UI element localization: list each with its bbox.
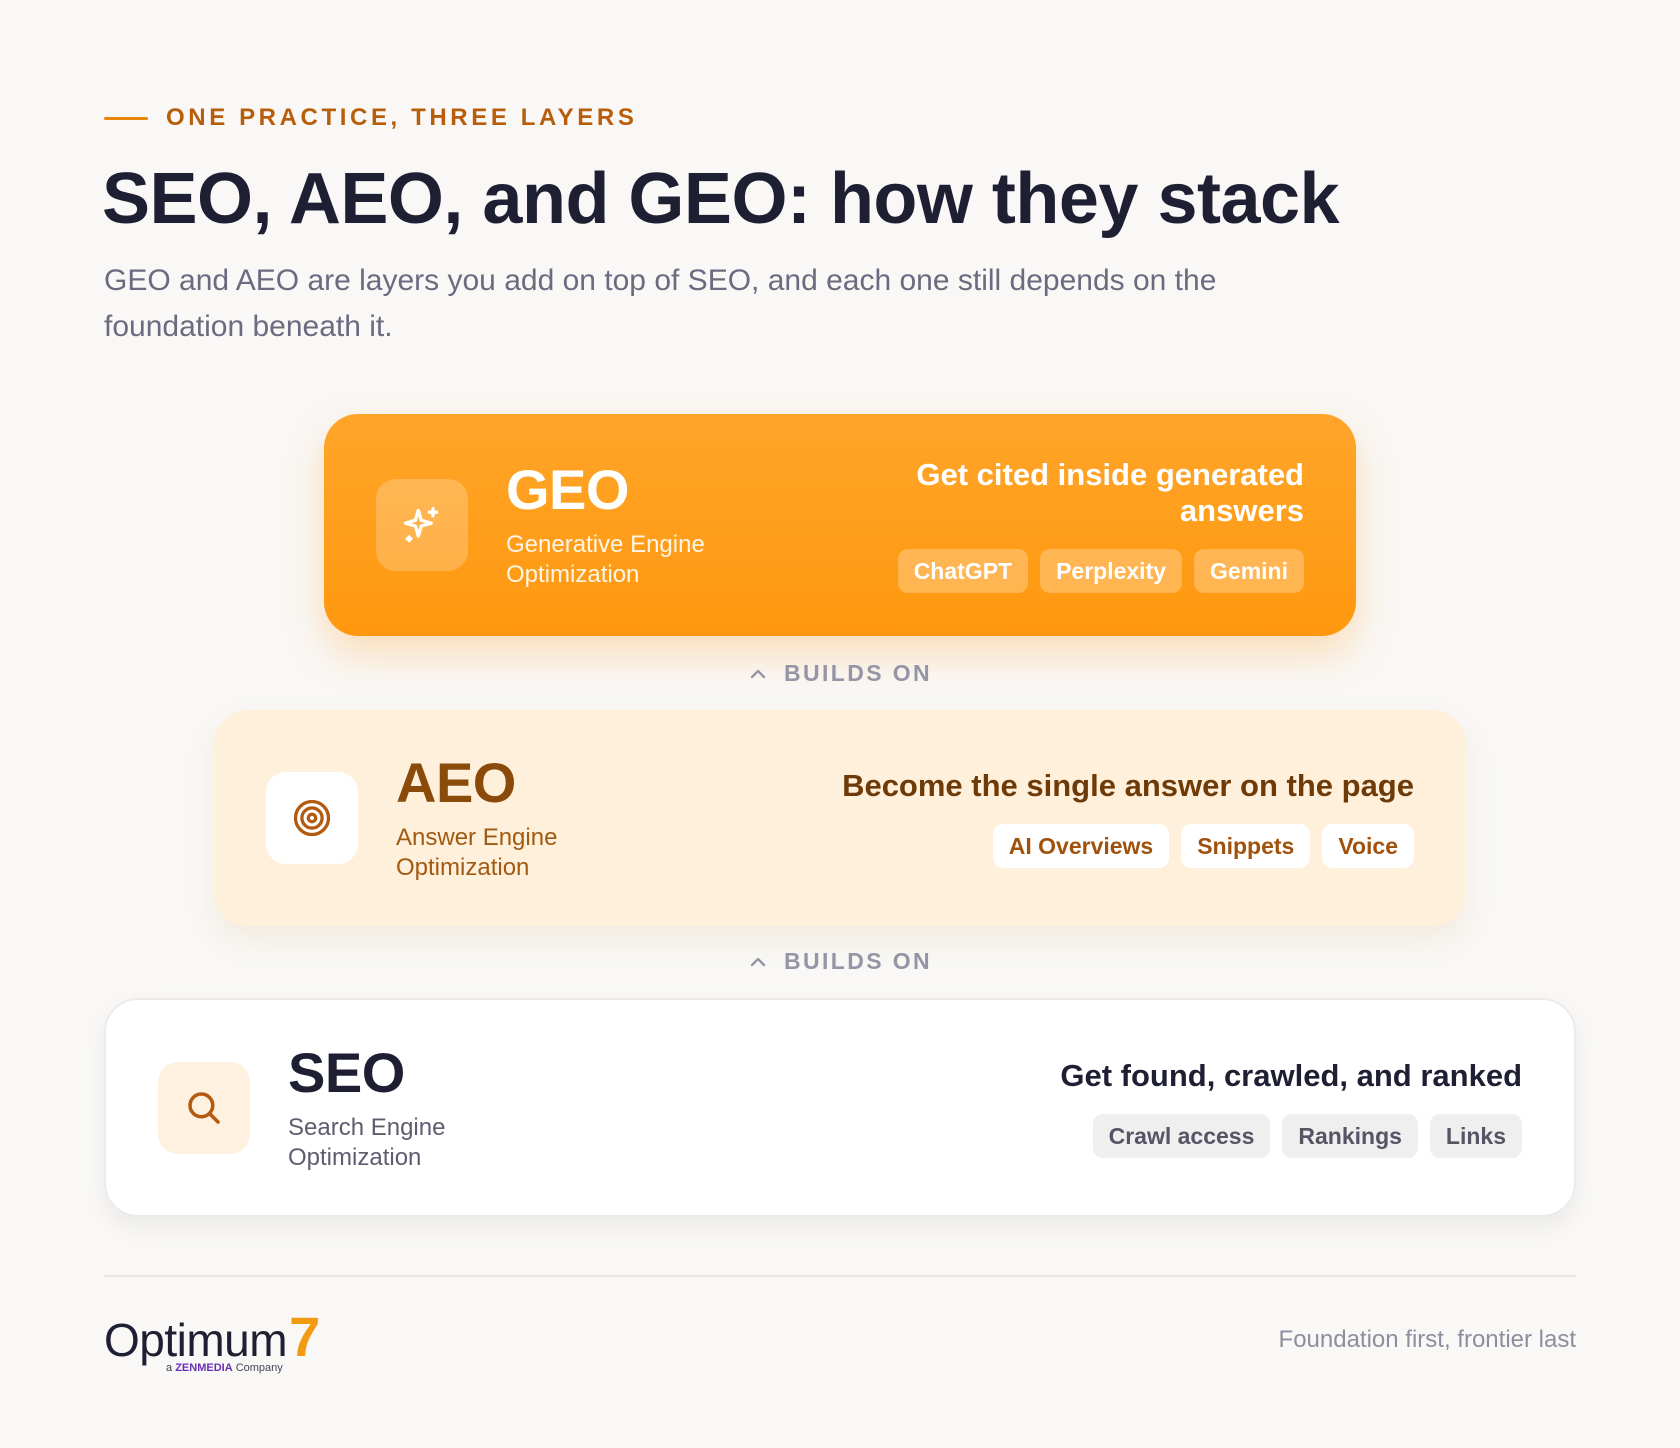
connector-label: BUILDS ON: [783, 948, 933, 974]
logo-sub-prefix: a: [166, 1362, 173, 1374]
layer-details: Get cited inside generated answers ChatG…: [897, 457, 1304, 593]
builds-on-connector: BUILDS ON: [0, 660, 1680, 687]
chevron-up-icon: [750, 669, 766, 678]
connector-label: BUILDS ON: [783, 660, 933, 686]
chip-list: ChatGPT Perplexity Gemini: [897, 549, 1304, 593]
layer-tagline: Get found, crawled, and ranked: [1060, 1057, 1522, 1093]
chip: Voice: [1322, 824, 1414, 868]
layer-details: Get found, crawled, and ranked Crawl acc…: [1060, 1058, 1522, 1158]
layer-acronym: GEO: [506, 458, 629, 521]
sparkles-icon: [376, 479, 468, 571]
logo-sub-suffix: Company: [235, 1362, 283, 1374]
logo-sub-brand: ZENMEDIA: [175, 1362, 233, 1374]
layer-name: GEO Generative Engine Optimization: [506, 460, 726, 590]
page-subtitle: GEO and AEO are layers you add on top of…: [104, 264, 1217, 343]
layer-aeo: AEO Answer Engine Optimization Become th…: [214, 710, 1466, 926]
chip: Links: [1429, 1113, 1522, 1158]
layer-name: SEO Search Engine Optimization: [288, 1040, 508, 1173]
chip: ChatGPT: [897, 549, 1029, 593]
layer-fullname: Generative Engine Optimization: [506, 531, 705, 588]
chip: Crawl access: [1092, 1113, 1271, 1158]
footer-note: Foundation first, frontier last: [1278, 1326, 1576, 1353]
chip: Gemini: [1194, 549, 1304, 593]
search-icon: [158, 1061, 250, 1154]
chip-list: AI Overviews Snippets Voice: [992, 824, 1414, 868]
page-title: SEO, AEO, and GEO: how they stack: [102, 159, 1340, 239]
eyebrow: ONE PRACTICE, THREE LAYERS: [104, 104, 637, 132]
layer-acronym: AEO: [396, 751, 516, 814]
layer-tagline: Get cited inside generated answers: [916, 457, 1304, 528]
chip: AI Overviews: [992, 824, 1170, 868]
footer-divider: [104, 1275, 1576, 1277]
layer-seo: SEO Search Engine Optimization Get found…: [104, 998, 1576, 1217]
logo-wordmark: Optimum: [104, 1314, 288, 1366]
chip: Rankings: [1282, 1113, 1418, 1158]
logo-number: 7: [289, 1305, 321, 1368]
layer-acronym: SEO: [288, 1040, 405, 1104]
layer-details: Become the single answer on the page AI …: [842, 768, 1414, 868]
logo-tagline: a ZENMEDIA Company: [166, 1362, 283, 1374]
layer-geo: GEO Generative Engine Optimization Get c…: [324, 414, 1356, 636]
chevron-up-icon: [750, 957, 766, 966]
layer-tagline: Become the single answer on the page: [842, 768, 1414, 803]
eyebrow-text: ONE PRACTICE, THREE LAYERS: [166, 104, 638, 131]
target-icon: [266, 772, 358, 864]
layer-name: AEO Answer Engine Optimization: [396, 753, 616, 883]
layer-fullname: Answer Engine Optimization: [396, 824, 558, 881]
chip: Perplexity: [1040, 549, 1183, 593]
chip-list: Crawl access Rankings Links: [1092, 1113, 1522, 1158]
eyebrow-accent-line: [104, 116, 148, 120]
optimum7-logo: Optimum7 a ZENMEDIA Company: [104, 1309, 320, 1375]
chip: Snippets: [1181, 824, 1311, 868]
layer-fullname: Search Engine Optimization: [288, 1113, 446, 1171]
builds-on-connector: BUILDS ON: [0, 948, 1680, 975]
